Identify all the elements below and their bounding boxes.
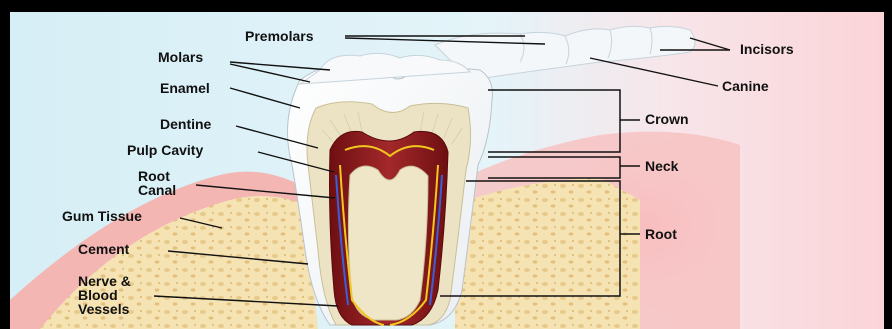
label-root-canal-line2: Canal <box>138 182 176 198</box>
label-nerve-line3: Vessels <box>78 301 130 317</box>
label-root: Root <box>645 226 677 242</box>
label-canine: Canine <box>722 78 769 94</box>
bone-right <box>455 178 640 329</box>
tooth <box>288 61 493 325</box>
label-pulp-cavity: Pulp Cavity <box>127 142 203 158</box>
inner-dentine <box>348 166 428 320</box>
label-incisors: Incisors <box>740 41 794 57</box>
label-crown: Crown <box>645 111 689 127</box>
label-cement: Cement <box>78 241 130 257</box>
label-molars: Molars <box>158 49 203 65</box>
label-dentine: Dentine <box>160 116 212 132</box>
label-neck: Neck <box>645 158 679 174</box>
label-enamel: Enamel <box>160 80 210 96</box>
label-premolars: Premolars <box>245 28 314 44</box>
label-gum-tissue: Gum Tissue <box>62 208 142 224</box>
